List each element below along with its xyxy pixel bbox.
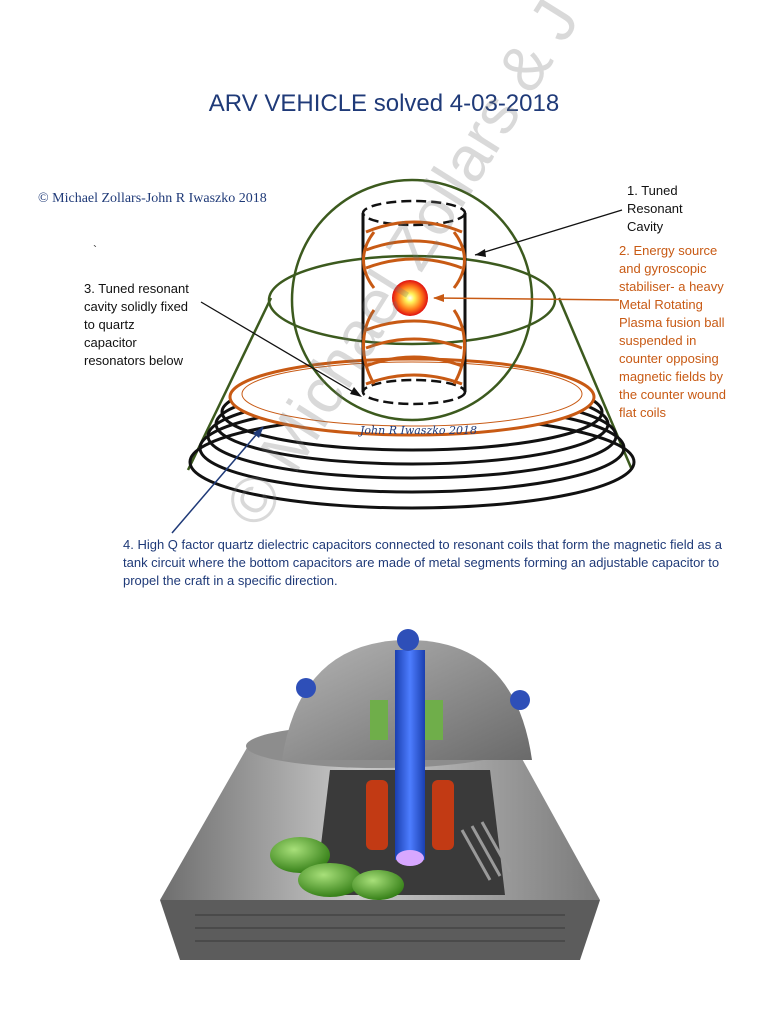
right-machinery	[460, 821, 512, 881]
leader-3	[200, 301, 361, 397]
leader-1	[474, 209, 623, 256]
page-title: ARV VEHICLE solved 4-03-2018	[208, 90, 560, 117]
label-energy-source: 2. Energy source and gyroscopic stabilis…	[619, 243, 726, 420]
resonant-sphere	[290, 178, 534, 422]
capacitor-plate-inner	[241, 361, 583, 427]
label-quartz-capacitors: 4. High Q factor quartz dielectric capac…	[123, 537, 723, 588]
capacitor-right	[432, 780, 454, 850]
left-light-icon	[296, 678, 316, 698]
plasma-ball	[392, 280, 428, 316]
stray-tick-mark: `	[93, 243, 97, 257]
core-glow	[396, 850, 424, 866]
capacitor-left	[366, 780, 388, 850]
label-tuned-resonant-cavity: 1. Tuned Resonant Cavity	[627, 183, 683, 234]
seat-left	[370, 700, 388, 740]
signature: John R Iwaszko 2018	[360, 424, 478, 437]
tank-2	[298, 863, 362, 897]
cavity-cylinder	[361, 199, 467, 406]
schematic-top	[171, 178, 636, 534]
leader-2	[433, 297, 620, 301]
base-vents	[195, 914, 565, 942]
label-cavity-fixed: 3. Tuned resonant cavity solidly fixed t…	[84, 281, 189, 368]
central-column	[395, 650, 425, 860]
copyright-notice: © Michael Zollars-John R Iwaszko 2018	[38, 191, 267, 206]
tank-1	[270, 837, 330, 873]
leader-4	[171, 427, 263, 534]
hull-base	[160, 900, 600, 960]
arv-cutaway-render	[160, 629, 600, 960]
right-light-icon	[510, 690, 530, 710]
seat-right	[425, 700, 443, 740]
top-light-icon	[397, 629, 419, 651]
tank-3	[352, 870, 404, 900]
helical-coil	[362, 220, 466, 386]
